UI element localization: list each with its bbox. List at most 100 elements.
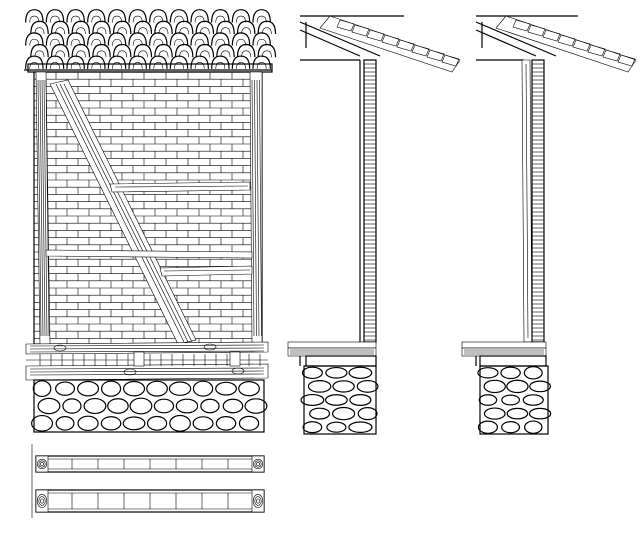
roof-tile-inner xyxy=(29,38,40,46)
wood-grain xyxy=(29,370,265,373)
sill xyxy=(479,355,547,367)
roof-tile xyxy=(71,20,91,35)
post-end xyxy=(251,489,265,513)
stone xyxy=(483,379,506,394)
stone xyxy=(348,421,373,433)
stone xyxy=(146,415,168,431)
roof-tile-inner xyxy=(96,27,107,35)
roof-tile xyxy=(45,55,65,69)
wood-grain xyxy=(163,269,251,272)
roof-tile-inner xyxy=(137,50,148,58)
roof-tile xyxy=(45,32,65,46)
stone xyxy=(309,407,331,420)
roof-tile-inner xyxy=(153,62,164,69)
roof-tile xyxy=(351,24,370,37)
stone xyxy=(477,420,498,434)
roof-tile-inner xyxy=(112,38,122,46)
roof-tile xyxy=(169,32,189,46)
roof-tile xyxy=(211,55,230,69)
wood-grain xyxy=(254,79,257,337)
roof-tile xyxy=(512,19,531,32)
roof-tile-inner xyxy=(215,38,226,46)
roof-tile xyxy=(396,39,415,52)
roof-tile xyxy=(45,9,65,23)
roof-tile xyxy=(25,32,44,46)
stone xyxy=(325,366,348,379)
roof-tile xyxy=(617,54,636,67)
roof-tile xyxy=(87,32,106,46)
stone-outline xyxy=(33,379,265,433)
roof-tile xyxy=(216,20,235,35)
section-a-lines xyxy=(287,15,461,435)
roof-tile xyxy=(336,19,355,32)
roof-tile-inner xyxy=(91,15,102,23)
roof-tile xyxy=(50,43,70,58)
roof-tile xyxy=(112,20,132,35)
roof-tile-inner xyxy=(174,38,184,46)
stone xyxy=(222,398,244,414)
roof-tile xyxy=(149,32,168,46)
wood-grain xyxy=(39,79,44,337)
roof-tile xyxy=(252,9,271,23)
stone xyxy=(483,407,506,420)
roof-tile-inner xyxy=(29,62,40,69)
wood-ring xyxy=(256,498,260,504)
stone xyxy=(326,421,347,433)
stone xyxy=(528,407,552,420)
stone xyxy=(238,415,260,431)
roof-tile-inner xyxy=(215,15,226,23)
stone xyxy=(31,414,54,432)
stone xyxy=(357,406,378,421)
roof-tile xyxy=(30,43,49,58)
stone xyxy=(129,397,153,415)
wood-ring xyxy=(254,496,262,506)
roof-tile-inner xyxy=(236,38,246,46)
roof-tile xyxy=(527,24,546,37)
roof-tile-inner xyxy=(70,62,81,69)
rafter-line xyxy=(299,21,381,57)
roof-tile-inner xyxy=(112,62,122,69)
roof-tile xyxy=(257,43,277,58)
stone xyxy=(238,381,260,397)
wood-grain xyxy=(251,79,255,337)
stone xyxy=(215,416,237,431)
stone xyxy=(83,397,107,415)
stone xyxy=(349,394,372,406)
roof-tile-inner xyxy=(174,15,184,23)
roof-tile-inner xyxy=(153,38,164,46)
roof-tile-inner xyxy=(132,62,143,69)
roof-tile-inner xyxy=(215,62,226,69)
wood-grain xyxy=(43,79,48,337)
roof-tile xyxy=(92,43,111,58)
roof-tile xyxy=(154,43,173,58)
roof-tile xyxy=(252,55,271,69)
roof-tile-inner xyxy=(199,27,210,35)
wood-grain xyxy=(63,83,193,343)
stone xyxy=(356,379,379,393)
roof-tile xyxy=(107,32,127,46)
section-a xyxy=(287,15,461,435)
stone-icon xyxy=(31,379,268,433)
roof-tile xyxy=(30,20,49,35)
section-b-lines xyxy=(461,15,637,435)
roof-tile-inner xyxy=(55,50,66,58)
wood-ring xyxy=(38,460,46,468)
roof-tile xyxy=(112,43,132,58)
stone xyxy=(32,380,52,398)
roof-tile-inner xyxy=(34,27,45,35)
roof-tile-inner xyxy=(91,62,102,69)
roof-tile xyxy=(602,49,621,62)
roof-tile-inner xyxy=(256,62,267,69)
stone xyxy=(169,414,191,432)
roof-tile xyxy=(557,34,576,47)
roof-tile xyxy=(128,9,147,23)
wood-grain xyxy=(29,347,265,350)
roof-tile xyxy=(154,20,173,35)
stone xyxy=(100,416,122,431)
joist-end xyxy=(229,351,241,367)
roof-tile xyxy=(252,32,271,46)
roof-tile xyxy=(66,55,85,69)
stone xyxy=(523,366,543,380)
wood-knot xyxy=(53,344,67,352)
roof-tile-inner xyxy=(256,15,267,23)
